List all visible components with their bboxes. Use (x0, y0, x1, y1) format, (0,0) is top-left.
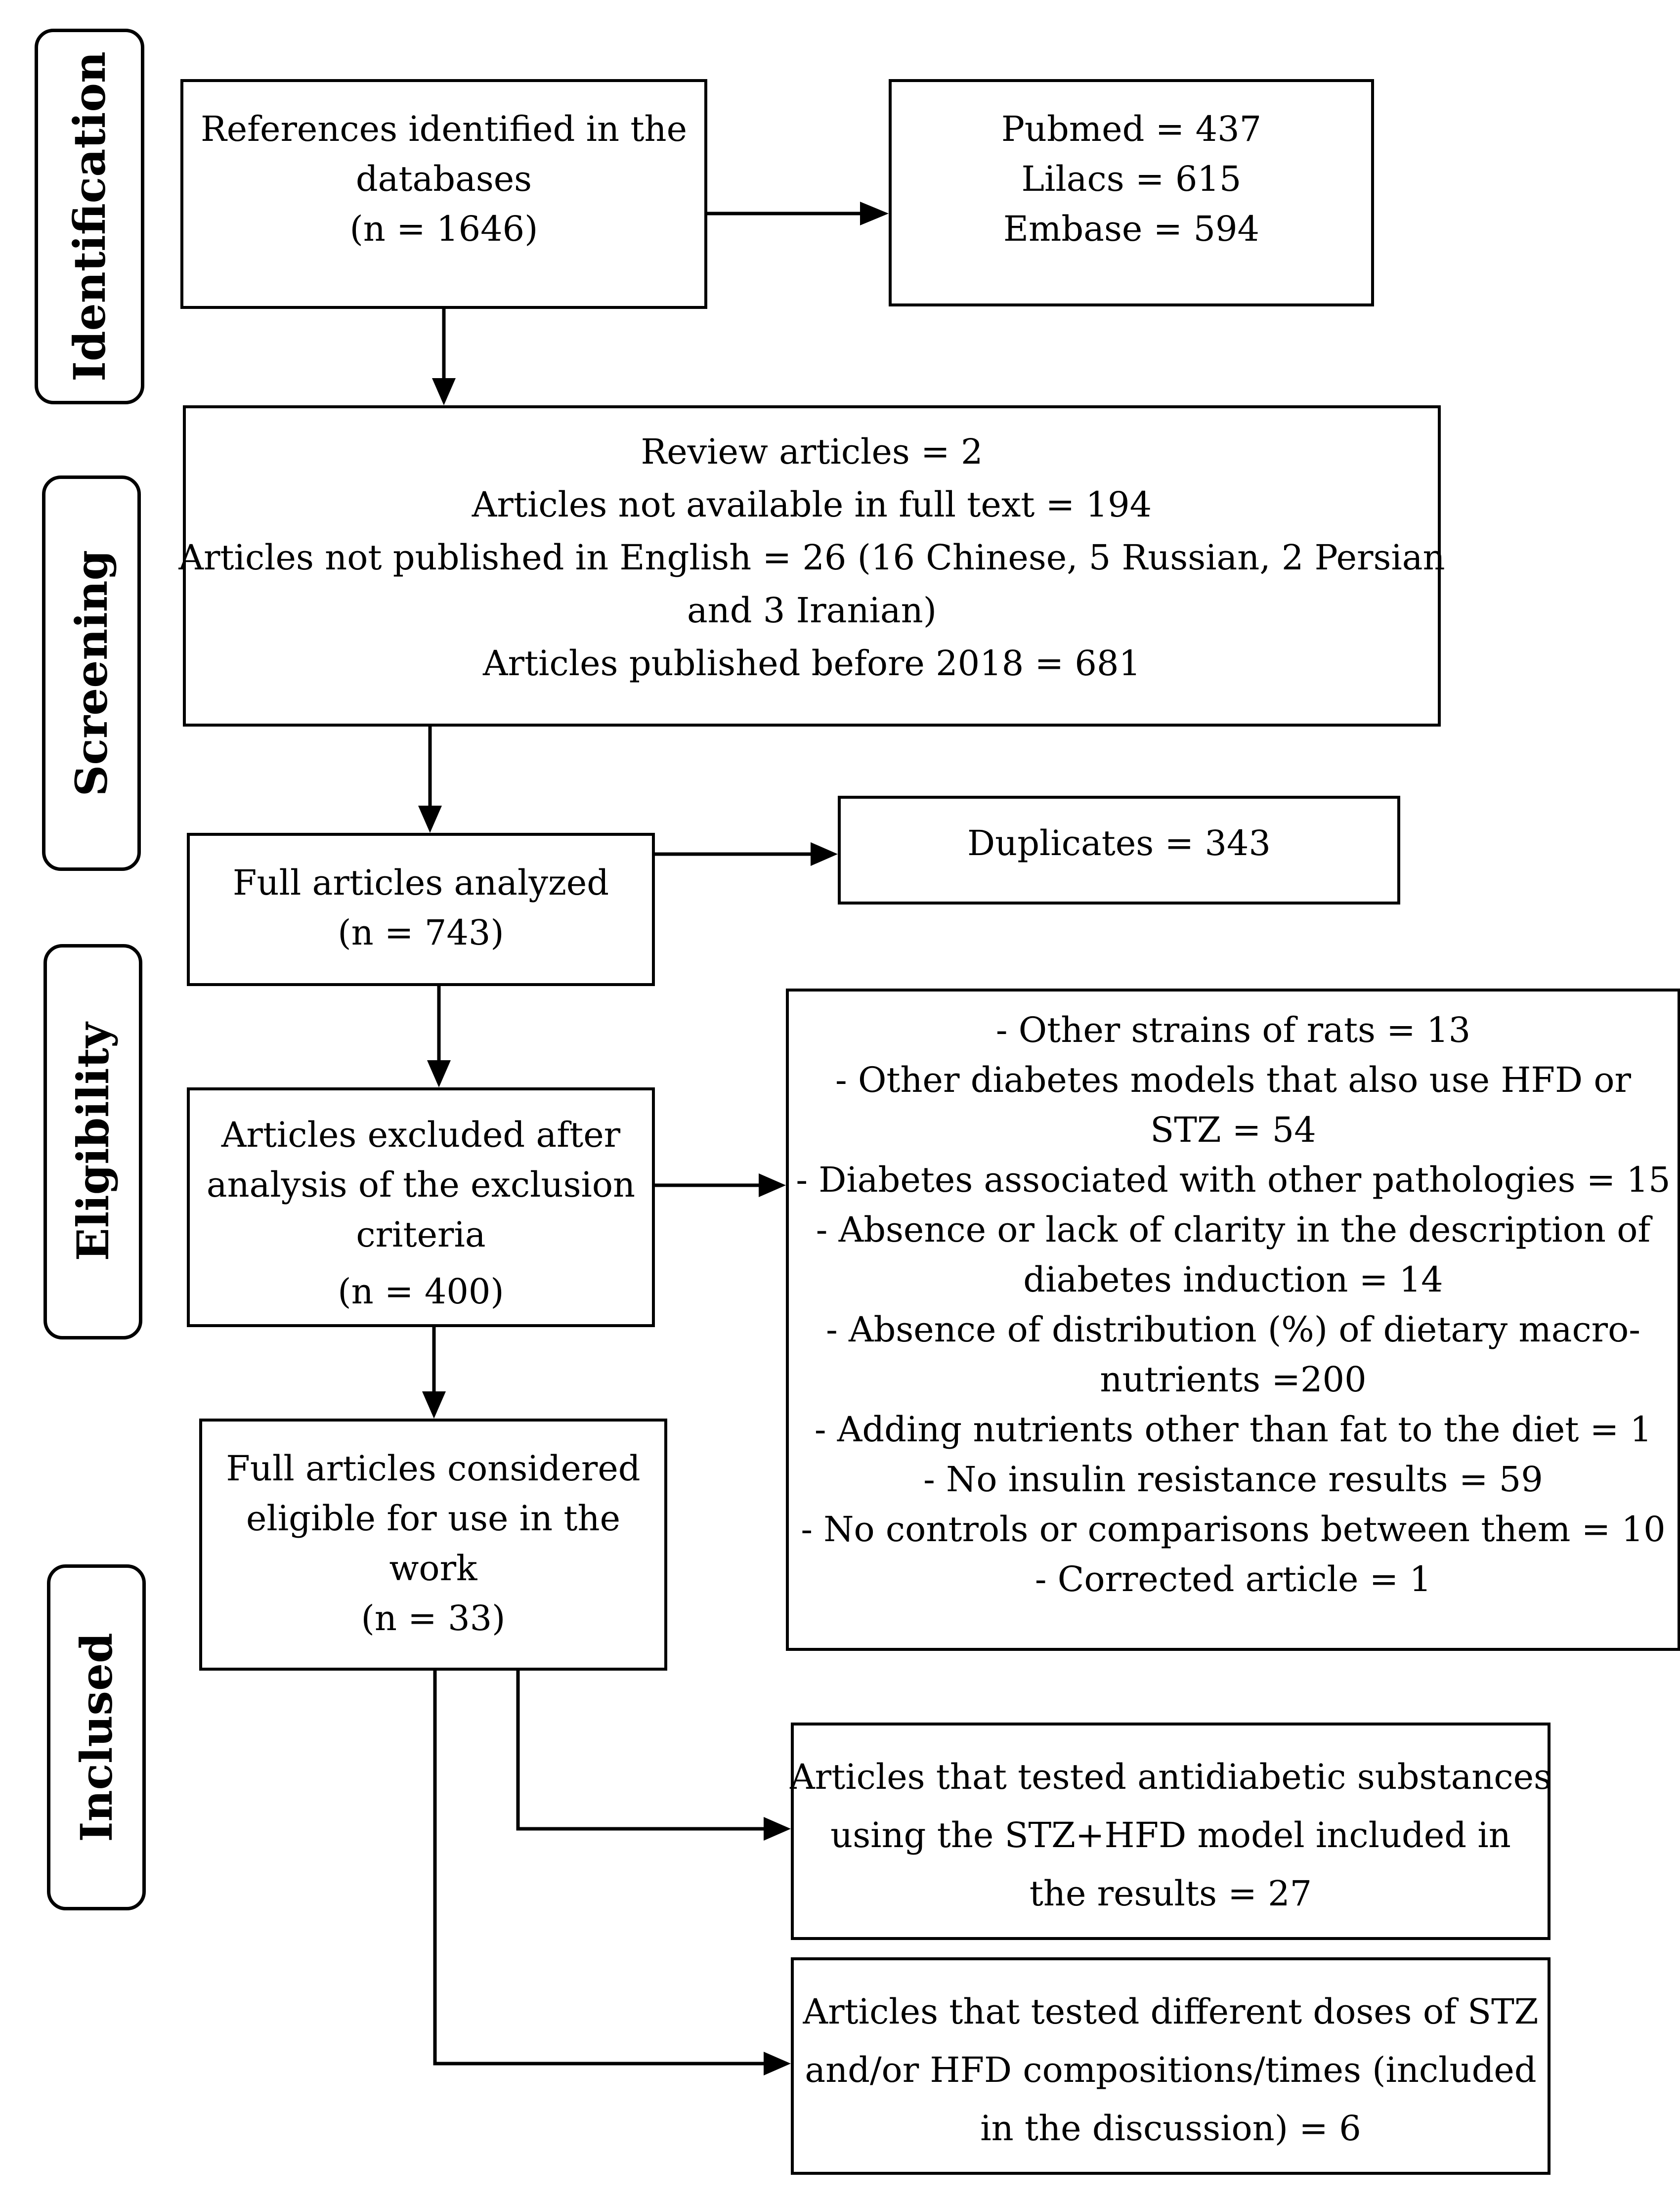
text-line: - Other diabetes models that also use HF… (835, 1060, 1631, 1100)
stage-screening: Screening (42, 475, 141, 871)
text-line: Review articles = 2 (641, 431, 983, 472)
arrowhead (432, 378, 456, 405)
arrowhead (811, 842, 838, 866)
text-line: - No controls or comparisons between the… (801, 1509, 1666, 1550)
box-eligible-articles: Full articles considered eligible for us… (199, 1419, 667, 1671)
text-line: STZ = 54 (1150, 1110, 1316, 1150)
box-database-counts: Pubmed = 437 Lilacs = 615 Embase = 594 (889, 79, 1374, 306)
text-line: - Absence or lack of clarity in the desc… (816, 1209, 1651, 1250)
text-line: (n = 743) (338, 912, 504, 953)
text-line: (n = 33) (361, 1598, 506, 1639)
text-line: databases (355, 159, 532, 199)
arrowhead (860, 202, 889, 225)
text-line: - Diabetes associated with other patholo… (796, 1160, 1671, 1200)
text-line: Lilacs = 615 (1021, 159, 1242, 199)
text-line: Pubmed = 437 (1001, 109, 1262, 149)
text-line: diabetes induction = 14 (1023, 1259, 1443, 1300)
text-line: Articles not available in full text = 19… (472, 484, 1152, 525)
box-references-identified: References identified in the databases (… (180, 79, 707, 309)
text-line: References identified in the (201, 109, 687, 149)
box-exclusion-reasons: - Other strains of rats = 13 - Other dia… (786, 989, 1680, 1651)
text-line: Articles that tested different doses of … (803, 1991, 1539, 2032)
box-duplicates: Duplicates = 343 (838, 796, 1400, 905)
text-line: and/or HFD compositions/times (included (805, 2050, 1537, 2090)
arrowhead (759, 1173, 786, 1197)
text-line: criteria (356, 1214, 486, 1255)
text-line: Duplicates = 343 (967, 823, 1271, 863)
text-line: - Adding nutrients other than fat to the… (814, 1409, 1652, 1450)
text-line: the results = 27 (1029, 1873, 1312, 1914)
text-line: - No insulin resistance results = 59 (923, 1459, 1543, 1500)
text-line: Articles published before 2018 = 681 (482, 643, 1141, 684)
text-line: Embase = 594 (1003, 209, 1260, 249)
box-doses-compositions: Articles that tested different doses of … (791, 1957, 1551, 2175)
arrowhead (764, 1817, 791, 1841)
text-line: in the discussion) = 6 (980, 2108, 1361, 2149)
text-line: and 3 Iranian) (687, 590, 937, 631)
text-line: analysis of the exclusion (206, 1165, 636, 1205)
text-line: - Other strains of rats = 13 (995, 1010, 1471, 1050)
text-line: eligible for use in the (246, 1498, 621, 1539)
arrow-eligible-to-doses (433, 1671, 764, 2066)
arrowhead (764, 2052, 791, 2075)
text-line: Articles excluded after (221, 1115, 621, 1155)
box-articles-excluded: Articles excluded after analysis of the … (187, 1087, 655, 1327)
text-line: work (389, 1548, 477, 1589)
stage-identification: Identification (35, 29, 144, 404)
text-line: (n = 1646) (349, 209, 538, 249)
arrow-eligible-to-antidiabetic (516, 1671, 764, 1831)
text-line: (n = 400) (338, 1271, 504, 1312)
box-screening-exclusions: Review articles = 2 Articles not availab… (178, 405, 1445, 727)
text-line: Articles that tested antidiabetic substa… (790, 1757, 1551, 1797)
text-line: using the STZ+HFD model included in (830, 1815, 1511, 1855)
arrowhead (422, 1391, 446, 1419)
box-antidiabetic-substances: Articles that tested antidiabetic substa… (790, 1723, 1551, 1940)
text-line: Full articles considered (226, 1448, 641, 1489)
stage-eligibility: Eligibility (43, 944, 142, 1339)
arrowhead (427, 1060, 451, 1087)
text-line: - Corrected article = 1 (1034, 1559, 1432, 1599)
arrowhead (418, 806, 442, 833)
text-line: - Absence of distribution (%) of dietary… (826, 1309, 1640, 1350)
text-line: Articles not published in English = 26 (… (178, 537, 1445, 578)
text-line: nutrients =200 (1100, 1359, 1367, 1400)
box-full-articles-analyzed: Full articles analyzed (n = 743) (187, 833, 655, 986)
text-line: Full articles analyzed (232, 863, 609, 903)
stage-included: Inclused (47, 1564, 146, 1910)
